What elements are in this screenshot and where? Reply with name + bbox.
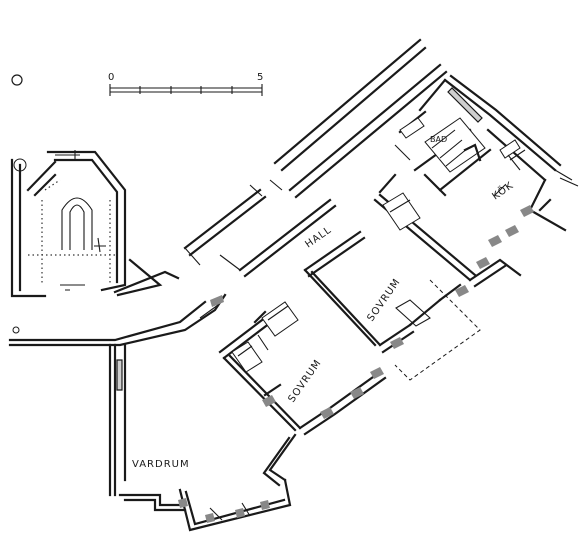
lower-bedroom-block — [218, 318, 387, 436]
outer-walls-upper — [183, 38, 448, 278]
marker-circle — [11, 74, 23, 86]
scale-bar: 0 5 — [108, 72, 263, 96]
room-label-kok: KÖK — [489, 178, 516, 202]
kitchen-bath-block — [378, 74, 579, 232]
room-label-sovrum-1: SOVRUM — [365, 277, 403, 324]
room-label-hall: HALL — [303, 225, 333, 251]
stair-tower — [10, 150, 180, 298]
room-label-vardrum: VARDRUM — [132, 459, 190, 470]
scale-start-label: 0 — [108, 72, 114, 83]
living-room-block — [108, 343, 297, 532]
room-label-bad: BAD — [430, 135, 447, 144]
scale-end-label: 5 — [257, 72, 263, 83]
corridor-walls — [8, 293, 227, 347]
room-label-sovrum-2: SOVRUM — [286, 358, 324, 405]
bedroom-block — [303, 192, 522, 381]
hall-closet — [253, 301, 299, 337]
